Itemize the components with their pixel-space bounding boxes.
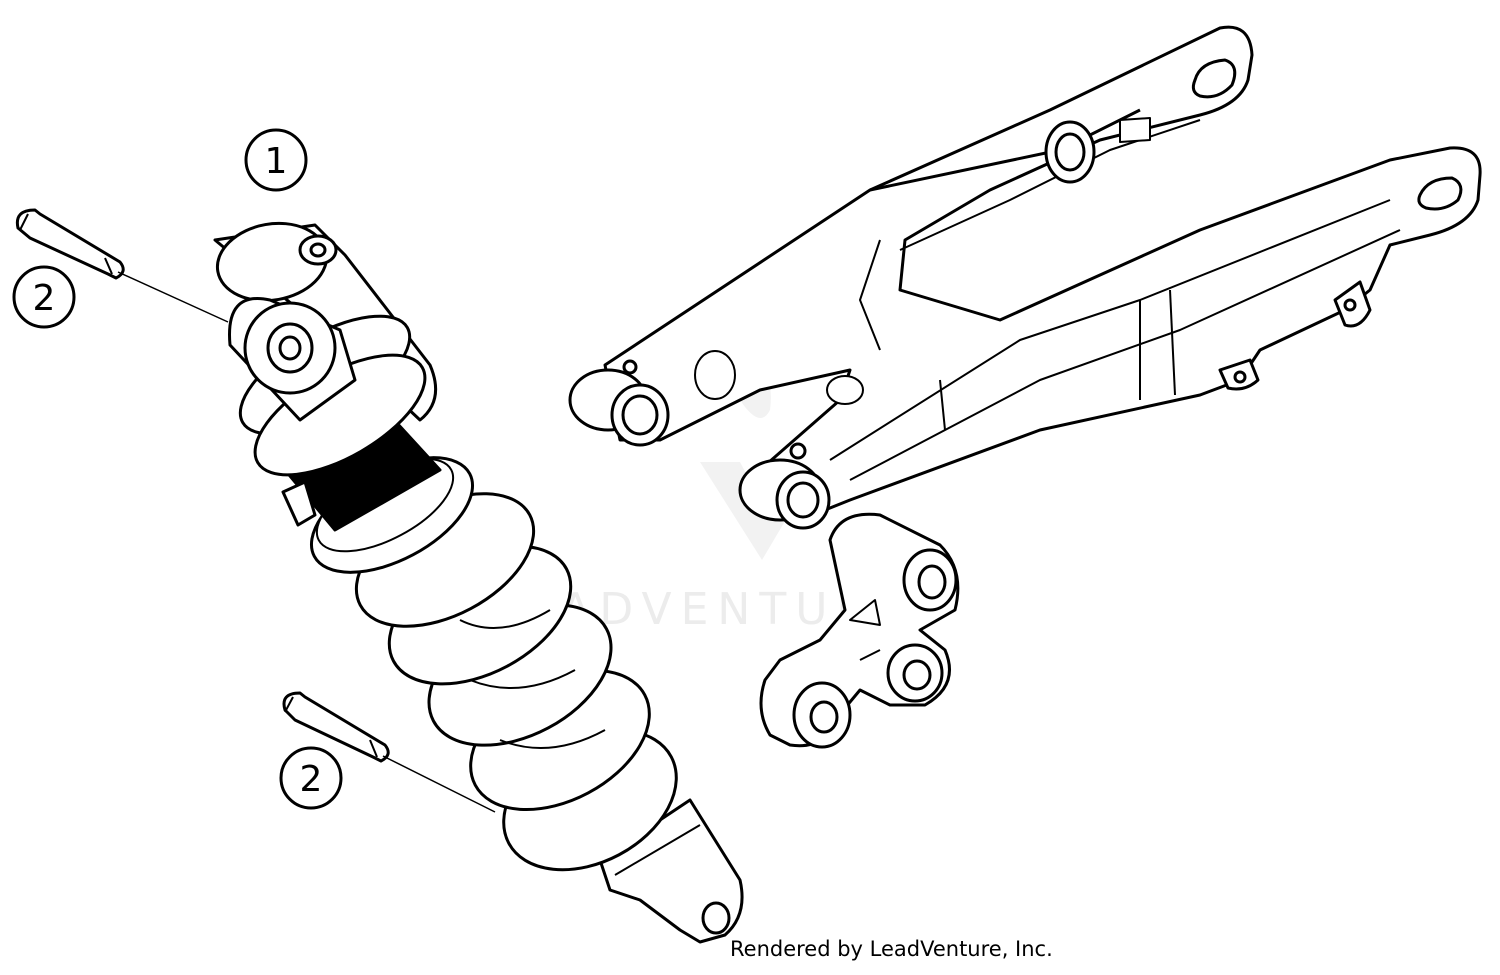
swingarm	[568, 25, 1482, 530]
callout-1: 1	[244, 128, 308, 192]
callout-2-upper: 2	[12, 265, 76, 329]
shock-absorber	[213, 221, 744, 944]
rendered-by-credit: Rendered by LeadVenture, Inc.	[730, 937, 1053, 961]
callout-2-lower-label: 2	[300, 759, 323, 800]
callout-2-lower: 2	[279, 746, 343, 810]
upper-bolt	[15, 208, 229, 323]
callout-1-label: 1	[265, 141, 288, 182]
callout-2-upper-label: 2	[33, 278, 56, 319]
lower-bolt	[282, 691, 496, 813]
linkage-lever	[759, 512, 960, 749]
